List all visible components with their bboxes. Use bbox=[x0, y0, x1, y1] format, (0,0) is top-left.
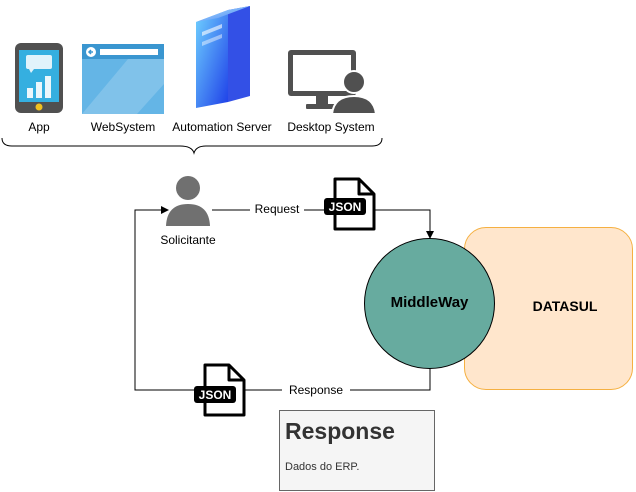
response-label: Response bbox=[282, 383, 350, 397]
websystem-label: WebSystem bbox=[90, 120, 156, 134]
json-file-icon bbox=[194, 363, 246, 417]
response-note: Response Dados do ERP. bbox=[279, 410, 435, 491]
app-client bbox=[14, 42, 64, 114]
user-icon bbox=[166, 176, 210, 226]
response-connector bbox=[134, 206, 431, 391]
tablet-app-icon bbox=[15, 43, 63, 113]
desktop-system-label: Desktop System bbox=[287, 120, 375, 134]
request-label: Request bbox=[250, 202, 304, 216]
datasul-label: DATASUL bbox=[532, 298, 598, 314]
browser-window-icon bbox=[82, 44, 164, 114]
server-tower-icon bbox=[196, 6, 250, 108]
request-json-file: JSON bbox=[322, 176, 378, 232]
response-note-title: Response bbox=[285, 418, 395, 444]
response-json-file: JSON bbox=[192, 362, 248, 418]
websystem-client bbox=[82, 44, 164, 114]
client-group-brace bbox=[1, 137, 383, 155]
response-note-body: Dados do ERP. bbox=[285, 461, 360, 473]
request-connector bbox=[212, 209, 434, 239]
automation-server-label: Automation Server bbox=[172, 120, 272, 134]
json-file-icon bbox=[324, 177, 376, 231]
desktop-system-client bbox=[286, 48, 376, 114]
json-icon-text: JSON bbox=[198, 388, 232, 402]
solicitante-node bbox=[164, 174, 212, 226]
solicitante-label: Solicitante bbox=[160, 233, 216, 247]
desktop-user-icon bbox=[288, 50, 376, 114]
json-icon-text: JSON bbox=[328, 200, 362, 214]
middleway-label: MiddleWay bbox=[390, 294, 469, 311]
automation-server-client bbox=[194, 4, 252, 108]
app-label: App bbox=[28, 120, 50, 134]
middleway-node bbox=[364, 238, 495, 369]
